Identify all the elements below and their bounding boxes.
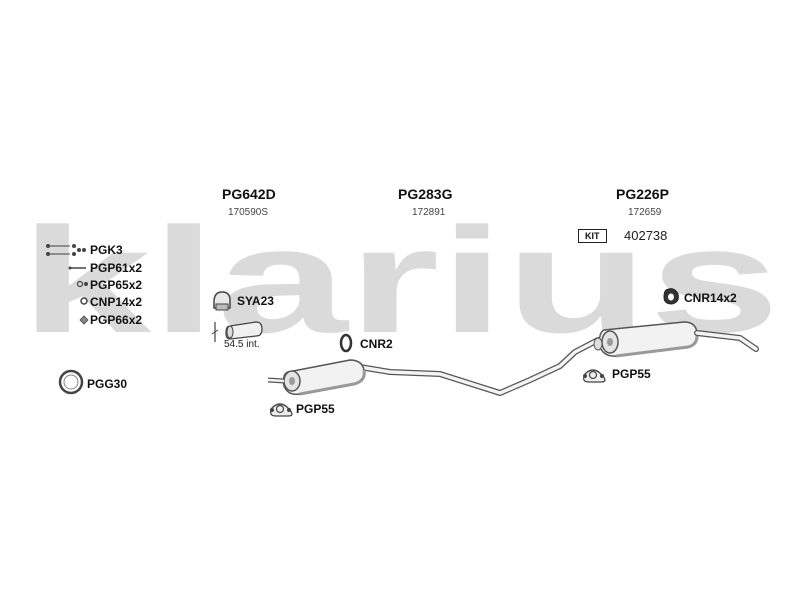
clip-icon bbox=[79, 315, 89, 325]
pgp55-rear-clamp-icon bbox=[583, 369, 606, 383]
legend-label-pgp61: PGP61x2 bbox=[90, 261, 143, 275]
sya23-clamp-icon bbox=[213, 291, 231, 311]
pgg30-gasket-icon bbox=[58, 369, 84, 395]
legend-label-pgp66: PGP66x2 bbox=[90, 313, 143, 327]
front-silencer bbox=[267, 359, 366, 396]
part-label-pgp55-front: PGP55 bbox=[296, 402, 335, 416]
connector-pipe-icon bbox=[211, 321, 263, 342]
legend-label-cnp14: CNP14x2 bbox=[90, 295, 143, 309]
kit-ref-rear: 172659 bbox=[628, 207, 662, 218]
part-label-sya23: SYA23 bbox=[237, 294, 274, 308]
cnr14-rubber-icon bbox=[663, 288, 679, 305]
legend-icons bbox=[46, 244, 89, 325]
part-label-cnr14x2: CNR14x2 bbox=[684, 291, 737, 305]
pgp55-front-clamp-icon bbox=[270, 403, 293, 417]
spring-icon bbox=[68, 266, 86, 270]
part-label-pgp55-rear: PGP55 bbox=[612, 367, 651, 381]
legend-label-pgp65: PGP65x2 bbox=[90, 278, 143, 292]
part-label-pgg30: PGG30 bbox=[87, 377, 128, 391]
cnr2-ring-icon bbox=[339, 333, 353, 353]
legend-label-pgk3: PGK3 bbox=[90, 243, 123, 257]
kit-code-middle: PG283G bbox=[398, 186, 453, 202]
rear-silencer bbox=[593, 321, 759, 358]
kit-ref-middle: 172891 bbox=[412, 207, 446, 218]
washer-icon bbox=[76, 280, 88, 288]
part-label-pipe-note: 54.5 int. bbox=[224, 339, 260, 350]
kit-ref-front: 170590S bbox=[228, 207, 269, 218]
bolt-icon bbox=[46, 244, 86, 256]
kit-badge: KIT bbox=[578, 229, 607, 243]
kit-code-rear: PG226P bbox=[616, 186, 669, 202]
nut-icon bbox=[80, 297, 88, 305]
part-label-cnr2: CNR2 bbox=[360, 337, 393, 351]
kit-code-front: PG642D bbox=[222, 186, 276, 202]
kit-number: 402738 bbox=[624, 228, 668, 243]
